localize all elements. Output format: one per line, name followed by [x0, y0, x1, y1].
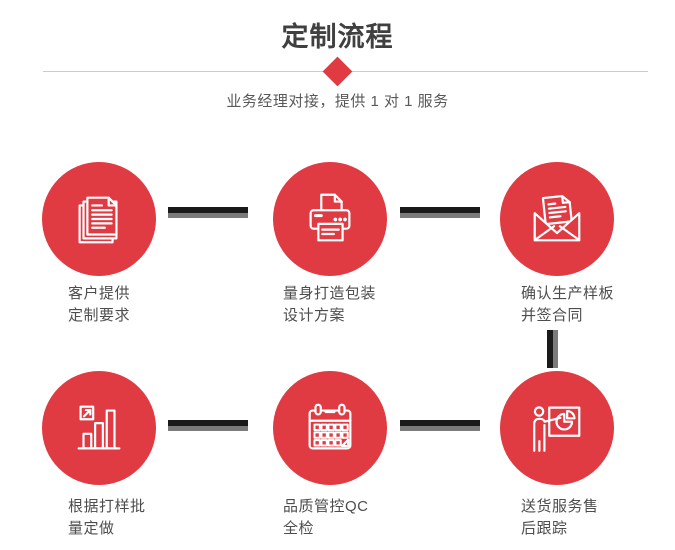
documents-icon	[68, 188, 130, 250]
step-label-1: 客户提供 定制要求	[68, 285, 131, 324]
step-label-5: 品质管控QC 全检	[283, 498, 369, 537]
envelope-icon	[526, 188, 588, 250]
step-circle-2	[273, 162, 387, 276]
step-label-4: 根据打样批 量定做	[68, 498, 146, 537]
step-label-3: 确认生产样板 并签合同	[521, 285, 615, 324]
printer-icon	[299, 188, 361, 250]
presenter-icon	[526, 397, 588, 459]
step-label-2: 量身打造包装 设计方案	[283, 285, 377, 324]
step-circle-6	[500, 371, 614, 485]
bar-chart-icon	[68, 397, 130, 459]
diamond-accent-icon	[322, 56, 353, 87]
step-circle-3	[500, 162, 614, 276]
page-title: 定制流程	[281, 22, 394, 52]
step-circle-5	[273, 371, 387, 485]
section-subtitle: 业务经理对接，提供 1 对 1 服务	[226, 93, 449, 110]
calendar-icon	[299, 397, 361, 459]
flow-connector	[400, 420, 480, 431]
flow-connector	[168, 207, 248, 218]
step-label-6: 送货服务售 后跟踪	[521, 498, 599, 537]
step-circle-1	[42, 162, 156, 276]
step-circle-4	[42, 371, 156, 485]
flow-connector	[168, 420, 248, 431]
flow-connector	[400, 207, 480, 218]
flow-connector-vertical	[547, 330, 558, 368]
